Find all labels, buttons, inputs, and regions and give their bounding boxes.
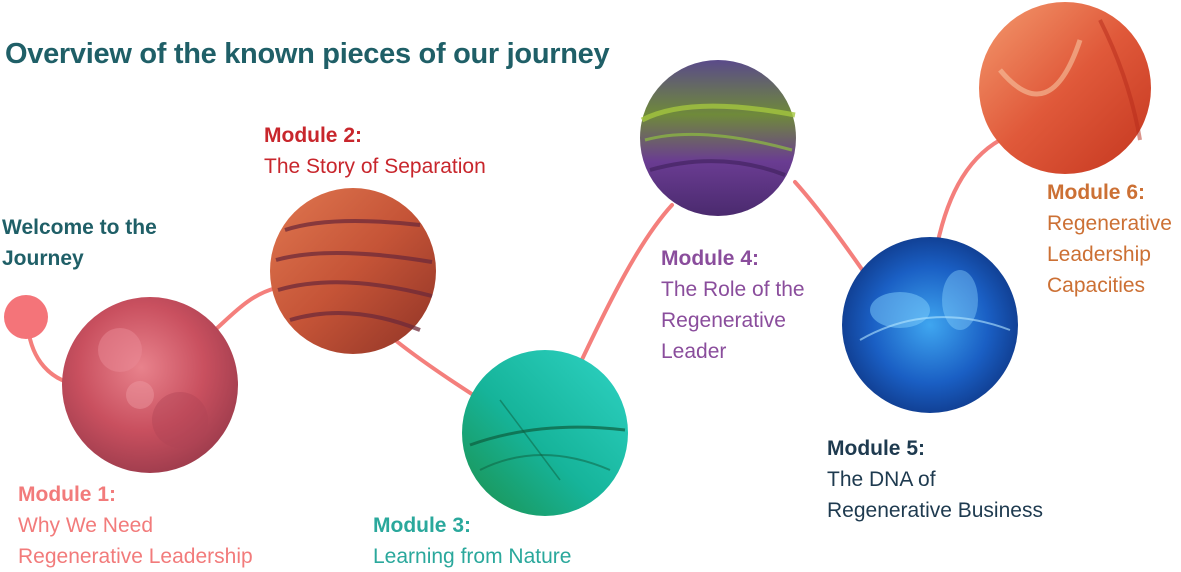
module-3-label: Module 3: Learning from Nature <box>373 510 571 572</box>
module-6-line-2: Leadership <box>1047 243 1151 266</box>
module-2-image <box>270 188 436 354</box>
module-4-line-1: The Role of the <box>661 278 805 301</box>
module-6-line-1: Regenerative <box>1047 212 1172 235</box>
module-4-image <box>640 60 796 216</box>
module-1-heading: Module 1: <box>18 483 116 506</box>
journey-path <box>576 203 674 370</box>
module-1-image <box>62 297 238 473</box>
module-3-heading: Module 3: <box>373 514 471 537</box>
module-5-line-2: Regenerative Business <box>827 499 1043 522</box>
journey-path <box>393 338 480 400</box>
module-4-line-2: Regenerative <box>661 309 786 332</box>
welcome-line-2: Journey <box>2 247 84 270</box>
module-6-heading: Module 6: <box>1047 181 1145 204</box>
journey-path <box>793 180 870 280</box>
module-4-heading: Module 4: <box>661 247 759 270</box>
module-2-heading: Module 2: <box>264 124 362 147</box>
page-title: Overview of the known pieces of our jour… <box>5 38 610 70</box>
module-1-line-1: Why We Need <box>18 514 153 537</box>
module-5-image <box>842 237 1018 413</box>
module-3-image <box>462 350 628 516</box>
journey-path <box>213 286 278 332</box>
module-2-label: Module 2: The Story of Separation <box>264 120 486 182</box>
module-1-label: Module 1: Why We Need Regenerative Leade… <box>18 479 253 572</box>
module-5-line-1: The DNA of <box>827 468 936 491</box>
module-4-label: Module 4: The Role of the Regenerative L… <box>661 243 805 367</box>
module-4-line-3: Leader <box>661 340 727 363</box>
start-dot <box>4 295 48 339</box>
welcome-line-1: Welcome to the <box>2 216 157 239</box>
module-5-label: Module 5: The DNA of Regenerative Busine… <box>827 433 1043 526</box>
module-1-line-2: Regenerative Leadership <box>18 545 253 568</box>
module-6-image <box>979 2 1151 174</box>
module-5-heading: Module 5: <box>827 437 925 460</box>
module-2-line-1: The Story of Separation <box>264 155 486 178</box>
module-6-line-3: Capacities <box>1047 274 1146 297</box>
welcome-label: Welcome to the Journey <box>2 212 157 274</box>
module-3-line-1: Learning from Nature <box>373 545 572 568</box>
module-6-label: Module 6: Regenerative Leadership Capaci… <box>1047 177 1172 301</box>
